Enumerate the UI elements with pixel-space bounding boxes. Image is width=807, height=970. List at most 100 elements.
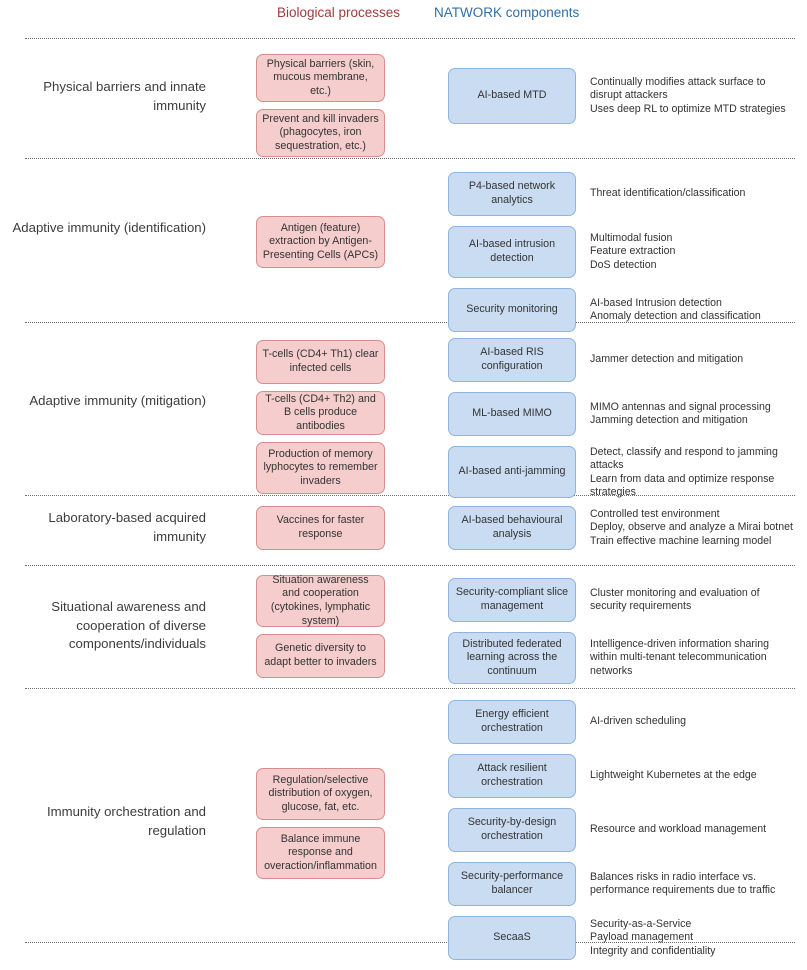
diagram-row: Situational awareness and cooperation of… xyxy=(0,565,807,688)
row-divider xyxy=(25,688,795,689)
description-line: Jammer detection and mitigation xyxy=(590,353,744,366)
biological-process-box[interactable]: T-cells (CD4+ Th1) clear infected cells xyxy=(256,340,385,384)
description-line: Anomaly detection and classification xyxy=(590,310,761,322)
biological-process-box[interactable]: Production of memory lyphocytes to remem… xyxy=(256,442,385,494)
biological-process-box[interactable]: Prevent and kill invaders (phagocytes, i… xyxy=(256,109,385,157)
row-label: Immunity orchestration and regulation xyxy=(46,804,206,838)
description-line: Payload management xyxy=(590,931,694,944)
natwork-component-item: P4-based network analytics Threat identif… xyxy=(448,172,807,216)
biological-processes-column: Situation awareness and cooperation (cyt… xyxy=(256,574,385,685)
natwork-component-description: Jammer detection and mitigation xyxy=(576,353,807,366)
description-line: MIMO antennas and signal processing xyxy=(590,400,771,413)
diagram-row: Adaptive immunity (identification) Antige… xyxy=(0,158,807,332)
description-line: Deploy, observe and analyze a Mirai botn… xyxy=(590,521,793,534)
column-header-biological-processes: Biological processes xyxy=(277,5,401,20)
description-line: Resource and workload management xyxy=(590,823,767,836)
biological-process-box[interactable]: Situation awareness and cooperation (cyt… xyxy=(256,574,385,627)
description-line: Multimodal fusion xyxy=(590,231,673,244)
natwork-component-item: Distributed federated learning across th… xyxy=(448,632,807,684)
natwork-component-description: Balances risks in radio interface vs.per… xyxy=(576,871,807,898)
natwork-component-box[interactable]: Security-by-design orchestration xyxy=(448,808,576,852)
natwork-components-column: P4-based network analytics Threat identif… xyxy=(448,172,807,342)
biological-process-box[interactable]: Physical barriers (skin, mucous membrane… xyxy=(256,54,385,102)
natwork-component-box[interactable]: AI-based MTD xyxy=(448,68,576,124)
natwork-component-box[interactable]: Attack resilient orchestration xyxy=(448,754,576,798)
natwork-component-box[interactable]: Security-performance balancer xyxy=(448,862,576,906)
description-line: performance requirements due to traffic xyxy=(590,884,776,896)
natwork-component-box[interactable]: ML-based MIMO xyxy=(448,392,576,436)
description-line: AI-based Intrusion detection xyxy=(590,296,722,309)
description-line: Security-as-a-Service xyxy=(590,917,692,930)
biological-process-box[interactable]: Regulation/selective distribution of oxy… xyxy=(256,768,385,820)
natwork-component-box[interactable]: Distributed federated learning across th… xyxy=(448,632,576,684)
row-divider xyxy=(25,565,795,566)
biological-process-box[interactable]: Vaccines for faster response xyxy=(256,506,385,550)
description-line: Train effective machine learning model xyxy=(590,534,772,547)
description-line: strategies xyxy=(590,486,636,499)
natwork-components-column: AI-based RIS configuration Jammer detecti… xyxy=(448,338,807,510)
row-label: Adaptive immunity (identification) xyxy=(12,220,207,235)
description-line: Detect, classify and respond to jamming xyxy=(590,446,778,458)
row-divider xyxy=(25,942,795,943)
natwork-component-box[interactable]: AI-based behavioural analysis xyxy=(448,506,576,550)
diagram-row: Immunity orchestration and regulation Reg… xyxy=(0,688,807,960)
natwork-component-box[interactable]: AI-based RIS configuration xyxy=(448,338,576,382)
natwork-component-description: Threat identification/classification xyxy=(576,187,807,200)
description-line: disrupt attackers xyxy=(590,89,668,102)
natwork-component-box[interactable]: AI-based anti-jamming xyxy=(448,446,576,498)
description-line: Balances risks in radio interface vs. xyxy=(590,870,757,883)
row-label: Laboratory-based acquired immunity xyxy=(48,510,206,544)
description-line: attacks xyxy=(590,459,624,472)
diagram-row: Laboratory-based acquired immunity Vaccin… xyxy=(0,495,807,565)
biological-process-box[interactable]: Antigen (feature) extraction by Antigen-… xyxy=(256,216,385,268)
description-line: AI-driven scheduling xyxy=(590,715,686,728)
natwork-component-item: Energy efficient orchestration AI-driven … xyxy=(448,700,807,744)
description-line: Jamming detection and mitigation xyxy=(590,414,748,426)
description-line: Controlled test environment xyxy=(590,507,720,520)
biological-process-box[interactable]: Genetic diversity to adapt better to inv… xyxy=(256,634,385,678)
natwork-component-item: AI-based anti-jamming Detect, classify an… xyxy=(448,446,807,500)
natwork-component-box[interactable]: Security monitoring xyxy=(448,288,576,332)
biological-processes-column: Physical barriers (skin, mucous membrane… xyxy=(256,54,385,164)
natwork-component-box[interactable]: Energy efficient orchestration xyxy=(448,700,576,744)
natwork-component-description: Lightweight Kubernetes at the edge xyxy=(576,769,807,782)
biological-process-box[interactable]: T-cells (CD4+ Th2) and B cells produce a… xyxy=(256,391,385,435)
description-line: networks xyxy=(590,664,633,677)
description-line: Integrity and confidentiality xyxy=(590,944,716,957)
natwork-component-box[interactable]: AI-based intrusion detection xyxy=(448,226,576,278)
natwork-component-box[interactable]: P4-based network analytics xyxy=(448,172,576,216)
natwork-component-box[interactable]: SecaaS xyxy=(448,916,576,960)
row-label: Situational awareness and cooperation of… xyxy=(51,599,206,651)
description-line: Uses deep RL to optimize MTD strategies xyxy=(590,102,786,115)
description-line: Cluster monitoring and evaluation of xyxy=(590,586,760,599)
natwork-component-description: AI-driven scheduling xyxy=(576,715,807,728)
natwork-components-column: Energy efficient orchestration AI-driven … xyxy=(448,700,807,970)
row-label: Adaptive immunity (mitigation) xyxy=(29,393,206,408)
description-line: Threat identification/classification xyxy=(590,187,746,200)
biological-process-box[interactable]: Balance immune response and overaction/i… xyxy=(256,827,385,879)
natwork-component-box[interactable]: Security-compliant slice management xyxy=(448,578,576,622)
description-line: Intelligence-driven information sharing xyxy=(590,637,770,650)
description-line: security requirements xyxy=(590,600,692,612)
